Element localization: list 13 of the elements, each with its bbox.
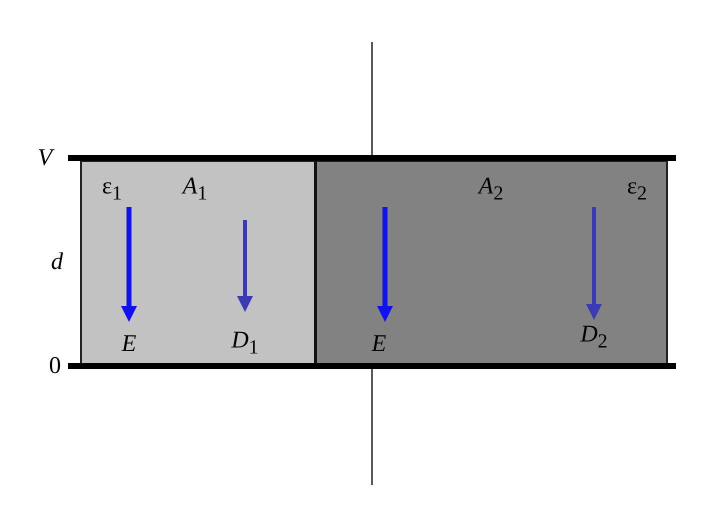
distance-label: d (51, 249, 63, 275)
permittivity-label: ε$_{2}$ (626, 174, 648, 206)
voltage-label: V (38, 145, 52, 171)
displacement-label: D$_{1}$ (231, 328, 259, 360)
field-label: E (372, 331, 386, 357)
dielectric-region (80, 160, 316, 365)
area-label: A$_{2}$ (478, 174, 504, 206)
permittivity-label: ε$_{1}$ (102, 174, 122, 206)
field-label: E (122, 331, 136, 357)
displacement-label: D$_{2}$ (580, 322, 608, 354)
ground-label: 0 (49, 353, 61, 379)
dielectric-region (314, 160, 668, 365)
area-label: A$_{1}$ (182, 174, 208, 206)
